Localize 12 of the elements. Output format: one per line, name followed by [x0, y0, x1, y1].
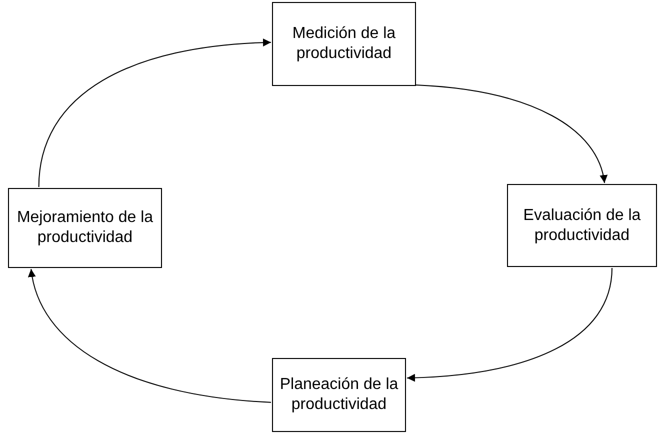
curved-arrow	[28, 268, 272, 403]
curved-arrow	[416, 84, 607, 184]
process-box	[272, 2, 416, 86]
process-box	[507, 184, 657, 267]
box-label: Mejoramiento de la productividad	[16, 208, 154, 248]
curved-arrow	[406, 268, 612, 382]
curved-arrow	[38, 38, 272, 188]
process-box	[8, 188, 162, 268]
box-label: Evaluación de la productividad	[522, 206, 642, 246]
box-label: Planeación de la productividad	[278, 375, 400, 415]
box-label: Medición de la productividad	[291, 24, 397, 64]
process-box	[272, 358, 406, 432]
